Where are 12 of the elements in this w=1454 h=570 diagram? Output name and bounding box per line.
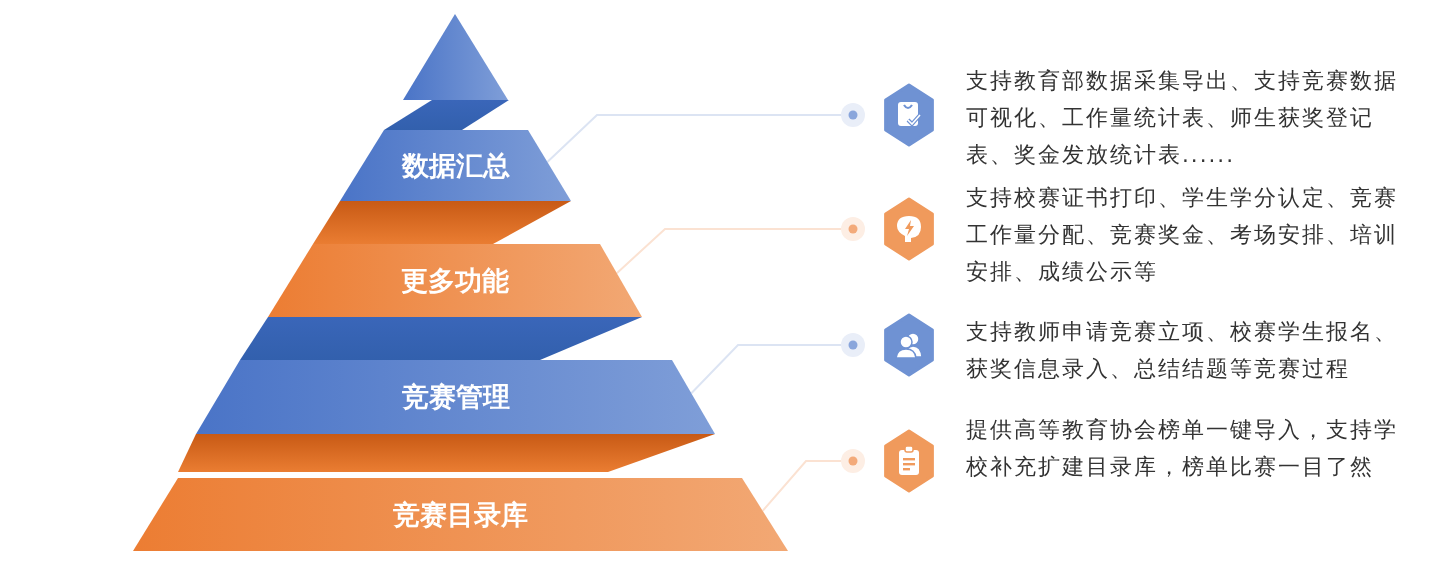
leader-line [690,344,842,395]
leader-line [761,460,842,512]
leader-line [615,228,842,275]
feature-description: 支持教师申请竞赛立项、校赛学生报名、获奖信息录入、总结结题等竞赛过程 [966,318,1398,383]
feature-description: 支持教育部数据采集导出、支持竞赛数据可视化、工作量统计表、师生获奖登记表、奖金发放统计表...... [966,67,1398,169]
tier-label: 竞赛管理 [400,380,511,414]
feature-description: 提供高等教育协会榜单一键导入，支持学校补充扩建目录库，榜单比赛一目了然 [966,416,1398,481]
tier-label: 更多功能 [400,263,510,298]
tier-label: 竞赛目录库 [392,497,529,532]
tier-label: 数据汇总 [400,148,511,183]
leader-line [546,114,842,163]
feature-description: 支持校赛证书打印、学生学分认定、竞赛工作量分配、竞赛奖金、考场安排、培训安排、成绩公示等 [966,184,1398,286]
